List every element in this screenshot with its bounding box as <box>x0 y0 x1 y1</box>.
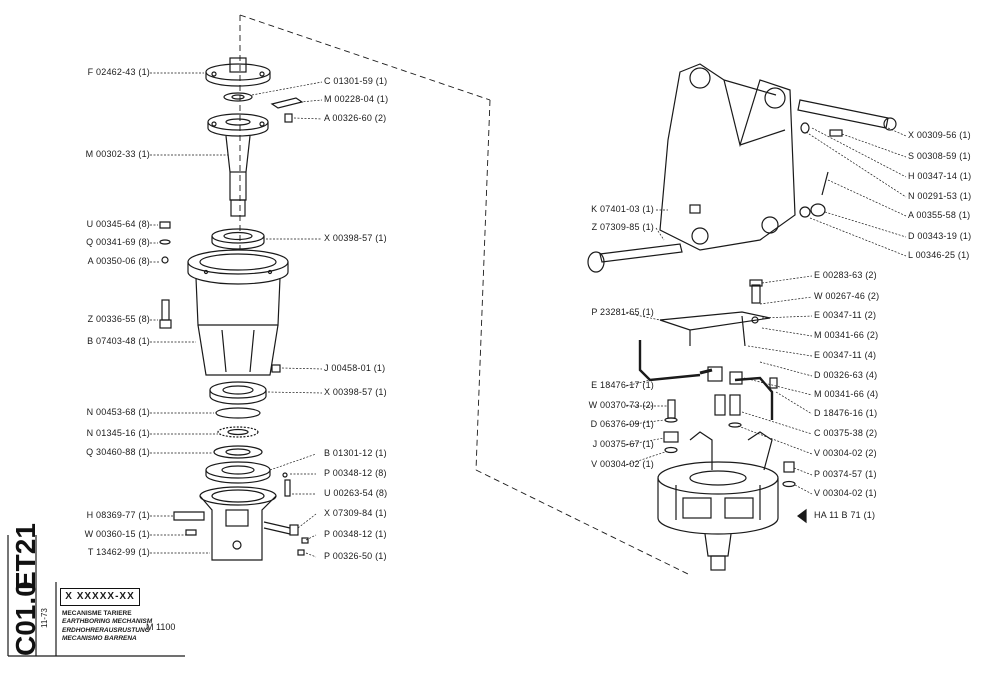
reference-code-box: X XXXXX-XX <box>60 588 140 606</box>
sheet-code-primary: ET21 <box>10 523 41 590</box>
part-label: L 00346-25 (1) <box>908 250 970 260</box>
long-bolt <box>159 299 172 329</box>
part-label: A 00326-60 (2) <box>324 113 387 123</box>
part-label: E 18476-17 (1) <box>591 380 654 390</box>
hose-plate-assembly <box>638 279 778 454</box>
nut-washer-stack <box>159 221 171 264</box>
frame-bracket <box>587 63 897 273</box>
part-label: T 13462-99 (1) <box>87 547 150 557</box>
part-label: P 00374-57 (1) <box>814 469 877 479</box>
part-label: W 00370-73 (2) <box>588 400 654 410</box>
part-label: P 23281-65 (1) <box>591 307 654 317</box>
part-label: A 00350-06 (8) <box>87 256 150 266</box>
part-label: H 08369-77 (1) <box>86 510 150 520</box>
part-label: M 00341-66 (4) <box>814 389 879 399</box>
part-label: N 01345-16 (1) <box>86 428 150 438</box>
part-label: P 00348-12 (8) <box>324 468 387 478</box>
part-label: E 00283-63 (2) <box>814 270 877 280</box>
description-fr: MECANISME TARIERE <box>62 610 132 617</box>
part-label: S 00308-59 (1) <box>908 151 971 161</box>
part-label: A 00355-58 (1) <box>908 210 971 220</box>
part-label: V 00304-02 (1) <box>814 488 877 498</box>
part-label: Z 07309-85 (1) <box>591 222 654 232</box>
part-label: Q 30460-88 (1) <box>86 447 150 457</box>
part-label: M 00341-66 (2) <box>814 330 879 340</box>
part-label: K 07401-03 (1) <box>591 204 654 214</box>
part-label: Q 00341-69 (8) <box>86 237 150 247</box>
part-label: W 00360-15 (1) <box>84 529 150 539</box>
flange-shaft <box>207 113 269 217</box>
part-label: M 00302-33 (1) <box>85 149 150 159</box>
sheet-code-secondary: C01.0 <box>10 581 41 656</box>
description-de: ERDHOHRERAUSRUSTUNG <box>62 626 150 634</box>
description-es: MECANISMO BARRENA <box>62 634 137 642</box>
hydraulic-motor <box>657 431 807 571</box>
part-label: D 06376-09 (1) <box>590 419 654 429</box>
machine-model: M 1100 <box>146 622 176 632</box>
description-en: EARTHBORING MECHANISM <box>62 618 153 626</box>
part-label: V 00304-02 (1) <box>591 459 654 469</box>
leader-lines <box>150 72 907 558</box>
part-label: N 00453-68 (1) <box>86 407 150 417</box>
part-label: C 00375-38 (2) <box>814 428 878 438</box>
part-label: X 07309-84 (1) <box>324 508 387 518</box>
sheet-date: 11-73 <box>40 608 49 628</box>
part-label: D 18476-16 (1) <box>814 408 878 418</box>
part-label: D 00343-19 (1) <box>908 231 972 241</box>
part-label: M 00228-04 (1) <box>324 94 389 104</box>
part-label: HA 11 B 71 (1) <box>814 510 876 520</box>
part-label: E 00347-11 (4) <box>814 350 877 360</box>
part-label: B 01301-12 (1) <box>324 448 387 458</box>
separation-lines <box>239 14 691 576</box>
part-label: E 00347-11 (2) <box>814 310 877 320</box>
bottom-cup-housing <box>199 486 277 561</box>
part-label: X 00398-57 (1) <box>324 387 387 397</box>
sheet-info-frame <box>7 535 185 657</box>
part-label: J 00458-01 (1) <box>324 363 386 373</box>
top-flange <box>205 57 271 87</box>
bearing-top <box>211 228 265 250</box>
part-label: C 01301-59 (1) <box>324 76 388 86</box>
bearing-bottom <box>209 381 267 405</box>
part-label: U 00263-54 (8) <box>324 488 388 498</box>
part-label: V 00304-02 (2) <box>814 448 877 458</box>
part-label: U 00345-64 (8) <box>86 219 150 229</box>
left-assembly <box>159 57 309 561</box>
bearing-housing <box>187 249 289 376</box>
part-label: J 00375-67 (1) <box>592 439 654 449</box>
part-label: P 00348-12 (1) <box>324 529 387 539</box>
part-label: Z 00336-55 (8) <box>87 314 150 324</box>
part-label: W 00267-46 (2) <box>814 291 880 301</box>
part-label: P 00326-50 (1) <box>324 551 387 561</box>
part-label: F 02462-43 (1) <box>87 67 150 77</box>
part-label: N 00291-53 (1) <box>908 191 972 201</box>
part-label: X 00309-56 (1) <box>908 130 971 140</box>
mechanism-description: MECANISME TARIERE EARTHBORING MECHANISM … <box>62 610 152 643</box>
part-label: D 00326-63 (4) <box>814 370 878 380</box>
part-label: X 00398-57 (1) <box>324 233 387 243</box>
part-label: B 07403-48 (1) <box>87 336 150 346</box>
part-label: H 00347-14 (1) <box>908 171 972 181</box>
